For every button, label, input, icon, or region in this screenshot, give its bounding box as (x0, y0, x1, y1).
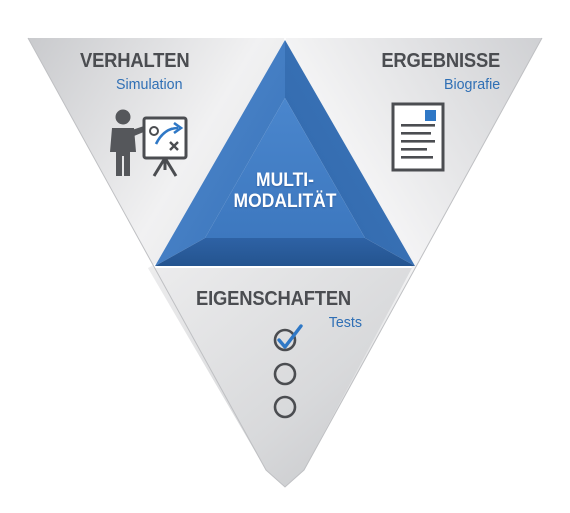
center-label-line1: MULTI- (256, 170, 314, 191)
section-left-title: VERHALTEN (80, 50, 190, 72)
outer-triangle (27, 37, 543, 488)
checklist-icon (273, 324, 303, 419)
center-label-line2: MODALITÄT (233, 191, 337, 212)
right-panel (285, 38, 542, 470)
section-bottom-title: EIGENSCHAFTEN (196, 288, 352, 310)
pyramid-center-face (205, 98, 365, 238)
pyramid-left-face (155, 40, 285, 266)
section-right-title: ERGEBNISSE (381, 50, 500, 72)
center-pyramid (155, 40, 415, 266)
section-left-subtitle: Simulation (116, 76, 183, 93)
document-icon (391, 102, 445, 172)
section-bottom-subtitle: Tests (328, 314, 362, 331)
pyramid-bottom-face (155, 238, 415, 266)
center-label: MULTI- MODALITÄT (188, 170, 381, 212)
presenter-icon (110, 109, 188, 177)
pyramid-right-face (285, 40, 415, 266)
left-panel (28, 38, 285, 470)
section-right-subtitle: Biografie (443, 76, 500, 93)
bottom-panel (148, 268, 412, 487)
